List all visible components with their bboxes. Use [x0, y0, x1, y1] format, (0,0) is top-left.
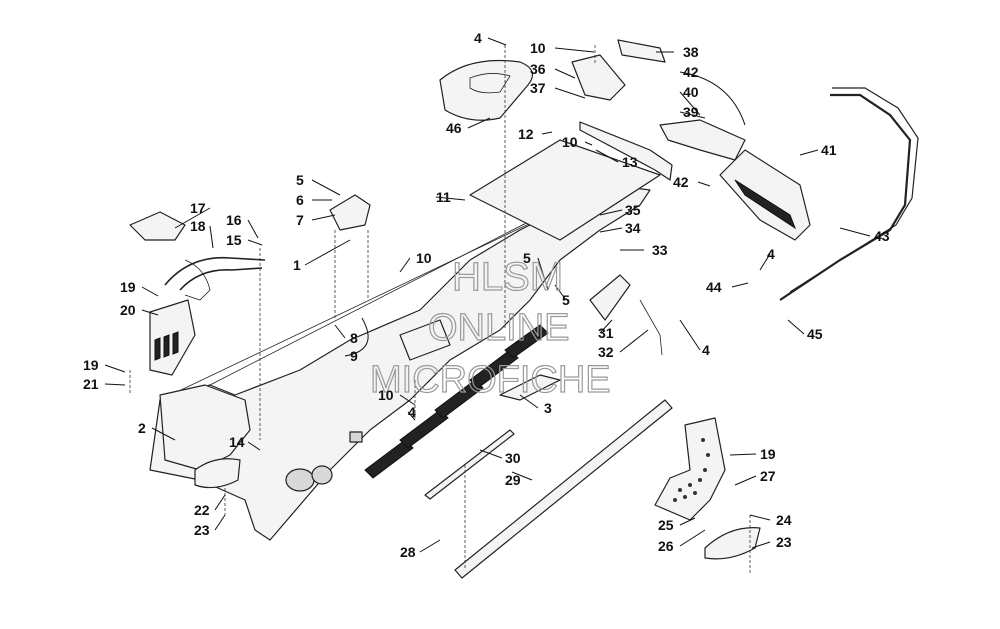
callout-label: 11 — [436, 189, 451, 205]
callout-label: 2 — [138, 420, 146, 436]
callout-label: 10 — [530, 40, 546, 56]
callout-label: 38 — [683, 44, 699, 60]
running-board-holes — [364, 324, 549, 479]
callout-label: 23 — [194, 522, 210, 538]
seat-part-46 — [439, 59, 534, 121]
callout-label: 21 — [83, 376, 99, 392]
callout-label: 24 — [776, 512, 792, 528]
callout-label: 10 — [562, 134, 578, 150]
callout-labels: 4 10 38 36 42 37 40 39 46 12 10 41 13 42… — [83, 30, 890, 560]
callout-label: 18 — [190, 218, 206, 234]
cap-part-17 — [129, 211, 186, 241]
bracket-part-7 — [329, 194, 371, 231]
leader-lines — [104, 37, 871, 553]
callout-label: 37 — [530, 80, 546, 96]
callout-label: 4 — [702, 342, 710, 358]
watermark-line1: HLSM — [452, 255, 563, 299]
part-drawings — [129, 39, 919, 579]
callout-label: 7 — [296, 212, 304, 228]
callout-label: 3 — [544, 400, 552, 416]
callout-label: 43 — [874, 228, 890, 244]
footrest-part-25 — [654, 417, 726, 521]
callout-label: 29 — [505, 472, 521, 488]
bar-part-30 — [424, 429, 515, 500]
callout-label: 31 — [598, 325, 614, 341]
tunnel-part — [149, 184, 651, 541]
tunnel-hole — [285, 468, 315, 492]
callout-label: 8 — [350, 330, 358, 346]
foot-plate-22 — [194, 458, 241, 489]
tube-part-29 — [454, 399, 673, 579]
callout-label: 13 — [622, 154, 638, 170]
callout-label: 5 — [562, 292, 570, 308]
callout-label: 5 — [296, 172, 304, 188]
callout-label: 12 — [518, 126, 534, 142]
bracket-part-10 — [399, 319, 451, 361]
watermark-line2: ONLINE — [428, 307, 569, 349]
callout-label: 10 — [378, 387, 394, 403]
callout-label: 16 — [226, 212, 242, 228]
rear-cover-part — [659, 119, 746, 161]
callout-label: 40 — [683, 84, 699, 100]
callout-label: 39 — [683, 104, 699, 120]
callout-label: 28 — [400, 544, 416, 560]
assembly-lines — [129, 45, 751, 575]
callout-label: 32 — [598, 344, 614, 360]
callout-label: 17 — [190, 200, 206, 216]
callout-label: 41 — [821, 142, 837, 158]
chain-part-32 — [639, 299, 663, 356]
bracket-part-3 — [499, 374, 561, 401]
grip-part — [164, 256, 266, 291]
bracket-part-37 — [571, 54, 626, 101]
rail-part-13 — [579, 121, 673, 181]
callout-label: 26 — [658, 538, 674, 554]
callout-label: 19 — [760, 446, 776, 462]
callout-label: 44 — [706, 279, 722, 295]
callout-label: 23 — [776, 534, 792, 550]
callout-label: 20 — [120, 302, 136, 318]
callout-label: 30 — [505, 450, 521, 466]
callout-label: 34 — [625, 220, 641, 236]
callout-label: 15 — [226, 232, 242, 248]
front-bracket-2 — [159, 384, 251, 471]
callout-label: 42 — [683, 64, 699, 80]
callout-label: 9 — [350, 348, 358, 364]
callout-label: 46 — [446, 120, 462, 136]
callout-label: 45 — [807, 326, 823, 342]
callout-label: 22 — [194, 502, 210, 518]
callout-label: 5 — [523, 250, 531, 266]
tunnel-top-panel — [469, 139, 661, 241]
callout-label: 33 — [652, 242, 668, 258]
callout-label: 19 — [83, 357, 99, 373]
callout-label: 19 — [120, 279, 136, 295]
callout-label: 36 — [530, 61, 546, 77]
callout-label: 4 — [474, 30, 482, 46]
callout-label: 6 — [296, 192, 304, 208]
callout-label: 14 — [229, 434, 245, 450]
watermark: HLSM ONLINE MICROFICHE — [369, 254, 611, 401]
callout-label: 4 — [408, 404, 416, 420]
callout-label: 4 — [767, 246, 775, 262]
callout-label: 35 — [625, 202, 641, 218]
callout-label: 10 — [416, 250, 432, 266]
callout-label: 42 — [673, 174, 689, 190]
callout-label: 27 — [760, 468, 776, 484]
callout-label: 25 — [658, 517, 674, 533]
callout-label: 1 — [293, 257, 301, 273]
bracket-part-31 — [589, 274, 631, 321]
foot-plate-24 — [704, 527, 761, 560]
watermark-line3: MICROFICHE — [370, 359, 611, 401]
snowflap-part-41 — [719, 149, 811, 241]
bracket-part-38 — [617, 39, 666, 63]
